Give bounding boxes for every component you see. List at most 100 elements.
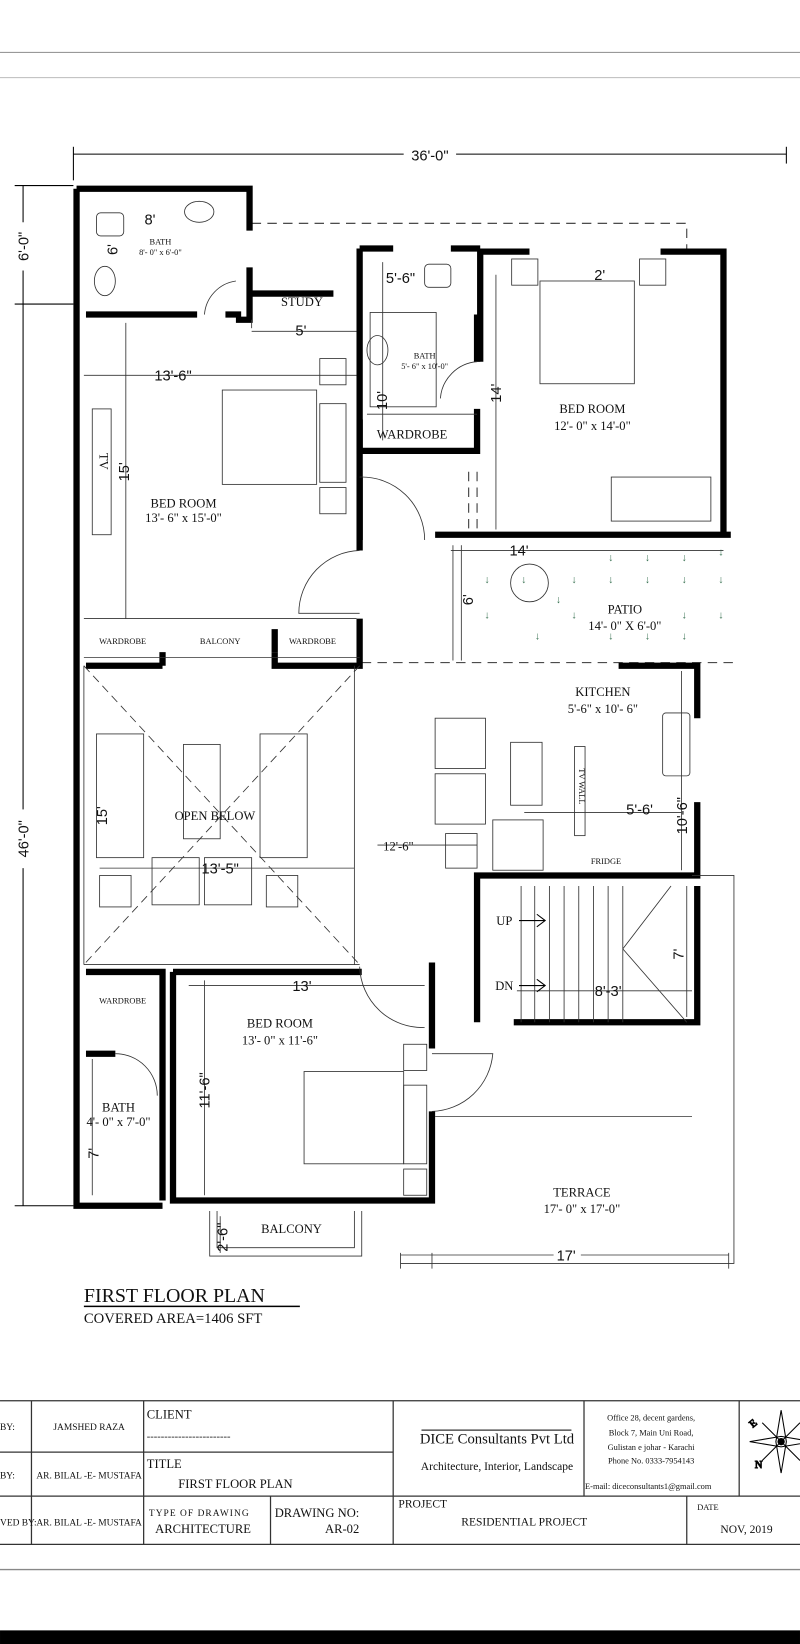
rooms-kitchen-tv-wall: TV WALL [577, 768, 586, 804]
staircase[interactable] [519, 885, 688, 1023]
rooms-bath1-dim-w: 8' [144, 212, 155, 228]
terrace-label: TERRACE [553, 1185, 611, 1199]
approved-by-name: AR. BILAL -E- MUSTAFA [36, 1519, 142, 1529]
rooms-bath2-dim-w: 5'-6" [386, 271, 415, 287]
title-block-drawing-no-label: DRAWING NO: [275, 1506, 360, 1520]
svg-text:↓: ↓ [718, 575, 723, 586]
svg-text:↓: ↓ [484, 611, 489, 622]
rooms-kitchen-dim-w: 5'-6' [626, 803, 653, 819]
rooms-bath3-dim-h: 7' [87, 1148, 103, 1159]
bed-nw-label: BED ROOM [150, 496, 216, 510]
svg-text:↓: ↓ [535, 632, 540, 643]
project-name: RESIDENTIAL PROJECT [461, 1517, 587, 1529]
furniture [91, 200, 712, 1196]
study-label: STUDY [281, 295, 323, 309]
title-block-client-value: ------------------------ [147, 1432, 231, 1443]
rooms-bath2-size: 5'- 6" x 10'-0" [401, 362, 448, 371]
rooms-bed-ne-size: 12'- 0" x 14'-0" [554, 419, 631, 433]
rooms-bed-s-size: 13'- 0" x 11'-6" [242, 1033, 318, 1047]
rooms-bed-ne-dim-h: 14' [489, 383, 505, 402]
covered-area: COVERED AREA=1406 SFT [84, 1311, 263, 1327]
balcony-bottom-label: BALCONY [261, 1222, 322, 1236]
title-block-row1-role: BY: [0, 1423, 15, 1433]
rooms-balcony-bottom-dim: 2'-6" [216, 1223, 232, 1252]
rooms-bath1-dim-h: 6' [105, 244, 121, 255]
rooms-wardrobe-left: WARDROBE [99, 637, 146, 646]
rooms-stairs-dim-h: 7' [672, 948, 688, 959]
title-block-row3-role: VED BY: [0, 1519, 37, 1529]
left-dim-top-label: 6'-0" [16, 232, 32, 261]
svg-text:↓: ↓ [682, 632, 687, 643]
title-block-date-label: DATE [697, 1503, 718, 1512]
drawing-number: AR-02 [325, 1522, 359, 1536]
title-block-company-tagline: Architecture, Interior, Landscape [421, 1461, 573, 1473]
rooms-kitchen-dim-h: 10'-6" [675, 797, 691, 834]
overall-width-label: 36'-0" [411, 148, 448, 164]
svg-text:↓: ↓ [682, 553, 687, 564]
rooms-open-below-dim-w: 13'-5" [202, 861, 239, 877]
svg-text:↓: ↓ [608, 553, 613, 564]
svg-text:↓: ↓ [556, 595, 561, 606]
down-arrow-icon [519, 978, 547, 993]
rooms-bath3-size: 4'- 0" x 7'-0" [86, 1115, 150, 1129]
svg-text:↓: ↓ [682, 611, 687, 622]
svg-text:↓: ↓ [645, 575, 650, 586]
compass-icon: E N [747, 1410, 800, 1474]
title-block-compass-e: E [748, 1418, 760, 1431]
walls [73, 185, 731, 1209]
company-email: E-mail: diceconsultants1@gmail.com [585, 1482, 712, 1491]
title-block-client-label: CLIENT [147, 1408, 192, 1422]
svg-text:↓: ↓ [682, 575, 687, 586]
rooms-terrace-size: 17'- 0" x 17'-0" [544, 1202, 621, 1216]
title-block-compass-n: N [755, 1460, 763, 1471]
title-block-address2: Block 7, Main Uni Road, [609, 1428, 694, 1437]
bath3-label: BATH [102, 1100, 135, 1114]
drawing-date: NOV, 2019 [720, 1524, 772, 1536]
svg-text:↓: ↓ [571, 575, 576, 586]
rooms-bed-s-dim-w: 13' [292, 979, 311, 995]
bath2-label: BATH [414, 352, 436, 361]
bed-s-label: BED ROOM [247, 1016, 313, 1030]
bed-ne-label: BED ROOM [559, 402, 625, 416]
door-swings [115, 280, 494, 1112]
svg-text:↓: ↓ [718, 611, 723, 622]
title-block-row2-role: BY: [0, 1471, 15, 1481]
title-block-phone: Phone No. 0333-7954143 [608, 1457, 694, 1466]
stairs-up-label: UP [496, 914, 512, 928]
rooms-study-dim: 5' [295, 324, 306, 340]
interior-lines [83, 262, 735, 1269]
plan-title: FIRST FLOOR PLAN [84, 1285, 265, 1307]
rooms-bed-s-dim-h: 11'-6" [198, 1072, 214, 1108]
rooms-kitchen-fridge: FRIDGE [591, 857, 621, 866]
title-block-address3: Gulistan e johar - Karachi [608, 1443, 696, 1452]
rooms-stairs-dim-w: 8'-3' [595, 984, 622, 1000]
room-labels: 8' 6' BATH 8'- 0" x 6'-0" STUDY 5' 5'-6"… [86, 212, 690, 1264]
svg-text:↓: ↓ [571, 611, 576, 622]
designed-by-name: AR. BILAL -E- MUSTAFA [36, 1471, 142, 1481]
rooms-bath2-dim-h: 10' [375, 391, 391, 410]
svg-text:↓: ↓ [484, 575, 489, 586]
rooms-balcony-top: BALCONY [200, 637, 240, 646]
title-block-title-label: TITLE [147, 1457, 182, 1471]
rooms-patio-size: 14'- 0" X 6'-0" [588, 619, 661, 633]
svg-text:↓: ↓ [608, 575, 613, 586]
kitchen-label: KITCHEN [575, 685, 630, 699]
rooms-bed-nw-dim-h: 15' [117, 462, 133, 481]
left-dimensions: 6'-0" 46'-0" [14, 185, 74, 1207]
rooms-wardrobe-sw: WARDROBE [99, 996, 146, 1005]
patio-label: PATIO [608, 602, 643, 616]
sheet-title: FIRST FLOOR PLAN [178, 1477, 292, 1491]
drawn-by-name: JAMSHED RAZA [53, 1423, 125, 1433]
title-block: BY: JAMSHED RAZA BY: AR. BILAL -E- MUSTA… [0, 1400, 800, 1644]
title-block-address1: Office 28, decent gardens, [607, 1414, 695, 1423]
rooms-wardrobe-right: WARDROBE [289, 637, 336, 646]
rooms-lounge-dim: 12'-6" [383, 839, 413, 853]
title-block-type-value: ARCHITECTURE [155, 1522, 251, 1536]
left-dim-main-label: 46'-0" [16, 820, 32, 857]
rooms-bed-nw-dim-w: 13'-6" [154, 369, 191, 385]
rooms-patio-dim-w: 14' [509, 544, 528, 560]
rooms-bed-nw-size: 13'- 6" x 15'-0" [145, 511, 222, 525]
svg-text:↓: ↓ [645, 632, 650, 643]
svg-text:↓: ↓ [645, 553, 650, 564]
